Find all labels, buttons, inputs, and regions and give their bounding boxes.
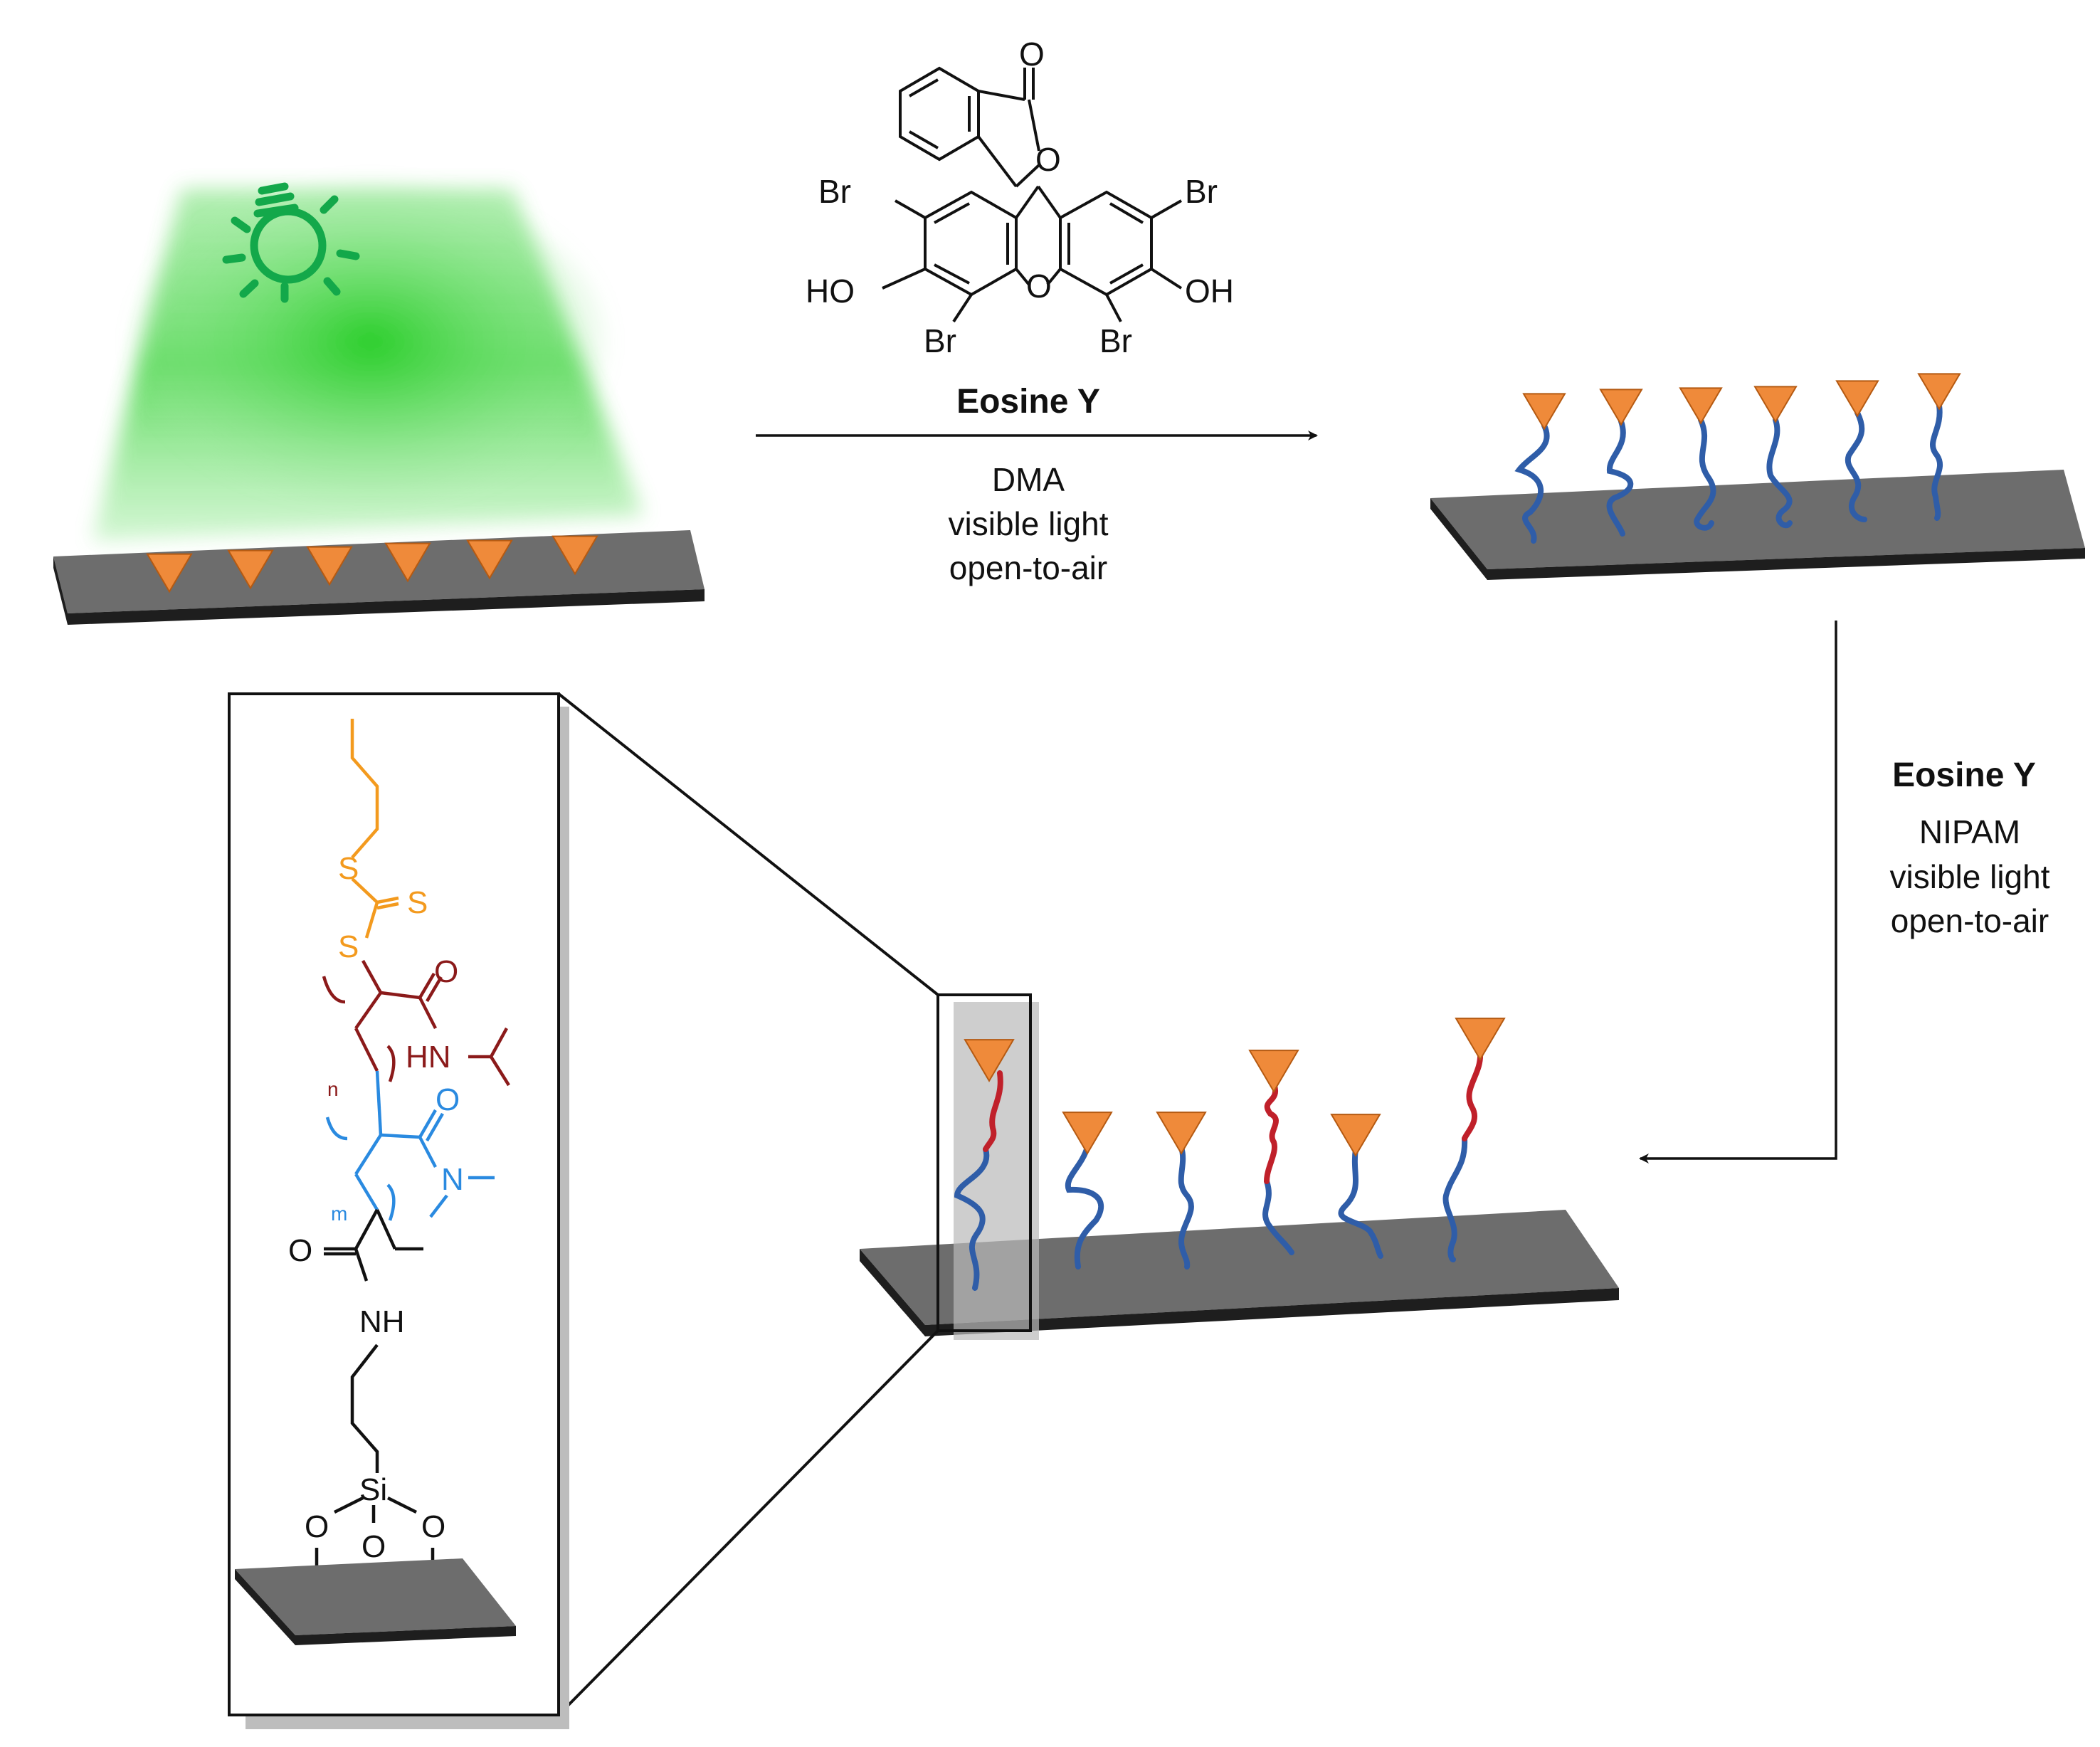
pdma-n: N [441, 1162, 464, 1197]
eosin-oh-left: HO [806, 273, 855, 310]
initiator-row-block [964, 1018, 1506, 1157]
condition-open-to-air: open-to-air [949, 549, 1107, 586]
pnipam-o: O [434, 954, 458, 989]
condition-visible-light: visible light [949, 505, 1109, 542]
condition-visible-light-2: visible light [1890, 858, 2050, 895]
eosin-carbonyl-o: O [1019, 36, 1045, 73]
pdma-block [325, 1070, 495, 1221]
step1-conditions: DMA visible light open-to-air [949, 461, 1109, 586]
zoom-line-bottom [557, 1329, 939, 1716]
substrate-plate-start [53, 530, 705, 625]
anchor-silane [315, 1208, 435, 1594]
pnipam-hn: HN [406, 1040, 451, 1075]
triangle-initiator-icon [306, 546, 353, 586]
pdma-labels: O N m [331, 1082, 464, 1225]
triangle-initiator-icon [1062, 1112, 1113, 1155]
siloxane-o-right: O [421, 1509, 445, 1544]
substrate-plate-block [860, 1210, 1619, 1336]
triangle-initiator-icon [1753, 386, 1798, 423]
lightbulb-icon [222, 182, 360, 303]
anchor-carbonyl-o: O [288, 1233, 312, 1268]
pdma-chains [1514, 403, 1943, 544]
initiator-row-start [146, 535, 598, 593]
siloxane-o-left: O [305, 1509, 329, 1544]
triangle-initiator-icon [1679, 387, 1723, 425]
block-chains-pnipam [983, 1050, 1484, 1184]
substrate-plate-zoom [235, 1558, 516, 1645]
condition-open-to-air-2: open-to-air [1891, 902, 2049, 939]
cta-butyl-chain [350, 719, 399, 939]
silicon-atom: Si [359, 1472, 387, 1507]
eosin-br-top-right: Br [1185, 173, 1218, 210]
pnipam-labels: O HN n [327, 954, 458, 1100]
triangle-initiator-icon [552, 535, 598, 576]
eosin-lactone-o: O [1035, 141, 1061, 178]
cta-s2: S [338, 929, 359, 964]
triangle-initiator-icon [146, 553, 193, 593]
step2-reagent: Eosine Y [1892, 756, 2036, 794]
triangle-initiator-icon [1835, 380, 1879, 418]
eosin-name: Eosine Y [956, 383, 1100, 421]
anchor-nh: NH [359, 1304, 405, 1339]
zoom-line-top [557, 692, 939, 996]
condition-dma: DMA [992, 461, 1065, 498]
eosin-y-labels: O O O Br Br HO OH Br Br Eosine Y [806, 36, 1234, 421]
condition-nipam: NIPAM [1919, 813, 2020, 850]
reaction-arrow-step2 [1639, 621, 1837, 1163]
triangle-initiator-icon [1248, 1050, 1299, 1093]
pdma-o: O [436, 1082, 460, 1117]
cta-s-thione: S [407, 885, 428, 920]
eosin-oh-right: OH [1185, 273, 1234, 310]
triangle-initiator-icon [1599, 389, 1643, 426]
triangle-initiator-icon [227, 549, 274, 590]
cta-labels: S S S [338, 851, 428, 964]
eosin-br-top-left: Br [818, 173, 851, 210]
step2-conditions: Eosine Y NIPAM visible light open-to-air [1890, 756, 2050, 939]
triangle-initiator-icon [466, 539, 513, 580]
eosin-br-bottom-left: Br [924, 322, 956, 359]
triangle-initiator-icon [1455, 1018, 1506, 1061]
zoom-box-small [936, 993, 1032, 1332]
pnipam-n-subscript: n [327, 1078, 339, 1100]
eosin-ring-o: O [1026, 268, 1052, 305]
triangle-initiator-icon [1330, 1114, 1381, 1157]
pnipam-block [322, 959, 510, 1087]
triangle-initiator-icon [1156, 1112, 1207, 1155]
substrate-plate-pdma [1430, 470, 2085, 580]
triangle-initiator-icon [1917, 373, 1961, 411]
triangle-initiator-icon [1522, 393, 1566, 431]
siloxane-o-mid: O [362, 1529, 386, 1564]
anchor-labels: O NH Si O O O [288, 1233, 445, 1564]
eosin-y-structure [882, 66, 1183, 323]
eosin-br-bottom-right: Br [1099, 322, 1132, 359]
cta-s1: S [338, 851, 359, 886]
initiator-row-pdma [1522, 373, 1961, 431]
light-cone [93, 185, 644, 541]
pdma-m-subscript: m [331, 1203, 347, 1225]
triangle-initiator-icon [964, 1039, 1015, 1082]
block-chains-pdma [954, 1136, 1468, 1291]
triangle-initiator-icon [384, 542, 431, 583]
